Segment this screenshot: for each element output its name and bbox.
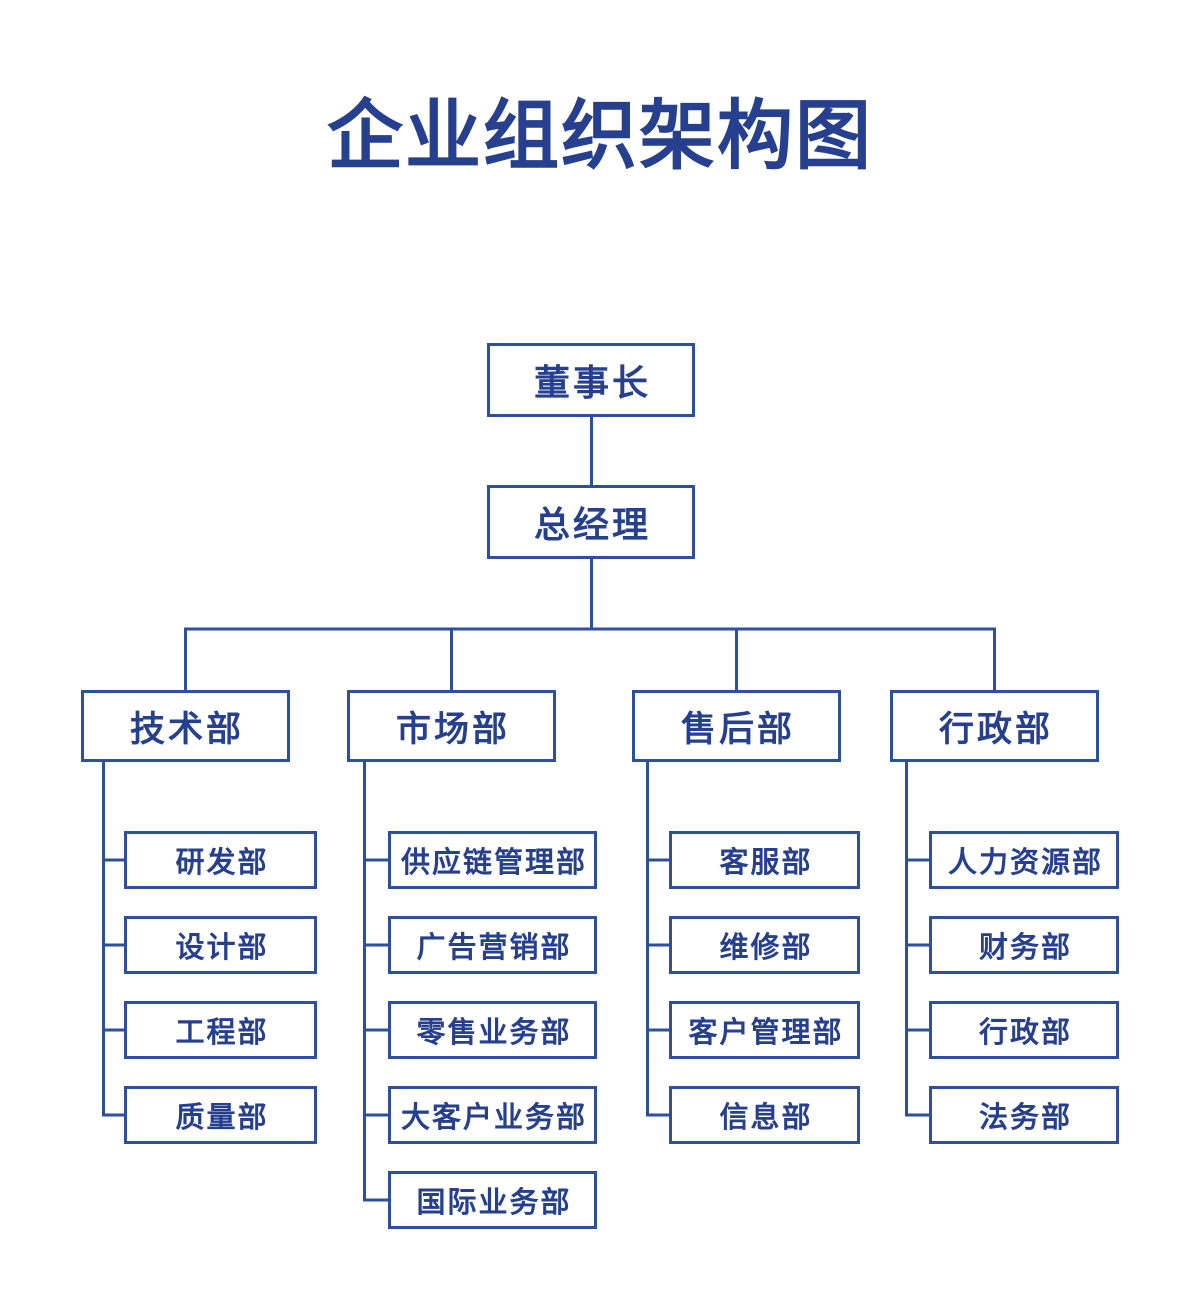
dept-node-marketing: 市场部: [347, 690, 556, 762]
child-node-quality: 质量部: [124, 1086, 317, 1144]
org-node-general-manager: 总经理: [487, 485, 695, 559]
child-node-supply-chain: 供应链管理部: [388, 831, 597, 889]
child-node-design: 设计部: [124, 916, 317, 974]
child-node-repair: 维修部: [669, 916, 860, 974]
org-node-chairman: 董事长: [487, 343, 695, 417]
child-node-information: 信息部: [669, 1086, 860, 1144]
child-node-customer-service: 客服部: [669, 831, 860, 889]
child-node-admin-office: 行政部: [929, 1001, 1119, 1059]
child-node-finance: 财务部: [929, 916, 1119, 974]
page-title: 企业组织架构图: [327, 94, 873, 179]
child-node-key-accounts: 大客户业务部: [388, 1086, 597, 1144]
dept-node-administration: 行政部: [890, 690, 1099, 762]
child-node-engineering: 工程部: [124, 1001, 317, 1059]
child-node-advertising: 广告营销部: [388, 916, 597, 974]
child-node-hr: 人力资源部: [929, 831, 1119, 889]
dept-node-technology: 技术部: [81, 690, 290, 762]
dept-node-after-sales: 售后部: [632, 690, 841, 762]
child-node-international: 国际业务部: [388, 1171, 597, 1229]
child-node-rnd: 研发部: [124, 831, 317, 889]
child-node-retail: 零售业务部: [388, 1001, 597, 1059]
child-node-customer-management: 客户管理部: [669, 1001, 860, 1059]
child-node-legal: 法务部: [929, 1086, 1119, 1144]
